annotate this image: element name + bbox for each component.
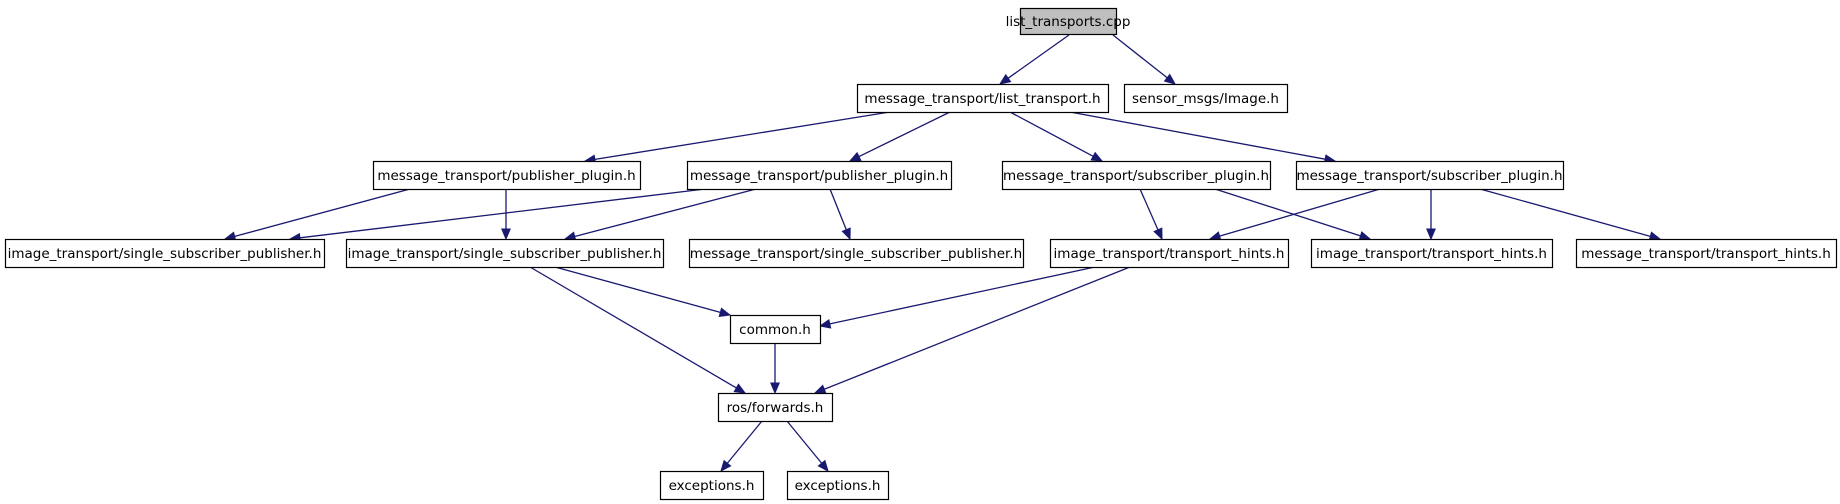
- edge-line: [1479, 188, 1651, 237]
- node-image-transport-transport-hints-h-2[interactable]: image_transport/transport_hints.h: [1310, 238, 1554, 269]
- edge-n14-n16: [786, 420, 829, 472]
- node-label: sensor_msgs/Image.h: [1132, 91, 1279, 107]
- edge-line: [554, 266, 721, 313]
- node-exceptions-h-1[interactable]: exceptions.h: [659, 470, 765, 501]
- edge-line: [1009, 111, 1094, 157]
- edge-n1-n5: [1009, 111, 1104, 162]
- edge-n0-n1: [998, 34, 1070, 85]
- arrowhead-icon: [720, 459, 732, 472]
- edge-line: [234, 188, 411, 238]
- edge-line: [299, 188, 706, 239]
- edge-n1-n4: [848, 111, 951, 162]
- arrowhead-icon: [841, 227, 851, 241]
- edge-n10-n13: [818, 266, 1096, 329]
- arrowhead-icon: [501, 228, 511, 241]
- edge-n5-n10: [1139, 188, 1163, 241]
- node-label: exceptions.h: [669, 478, 755, 494]
- edge-n10-n14: [813, 266, 1131, 394]
- node-label: image_transport/single_subscriber_publis…: [8, 246, 322, 262]
- edge-n6-n11: [1426, 189, 1436, 241]
- edge-n3-n8: [501, 189, 511, 241]
- node-label: message_transport/subscriber_plugin.h: [1003, 168, 1269, 184]
- node-label: message_transport/publisher_plugin.h: [377, 168, 635, 184]
- node-exceptions-h-2[interactable]: exceptions.h: [786, 470, 890, 501]
- node-label: message_transport/transport_hints.h: [1581, 246, 1831, 262]
- edge-n4-n7: [288, 188, 706, 243]
- edge-line: [1112, 34, 1168, 79]
- edges-layer: [223, 34, 1662, 472]
- node-label: message_transport/single_subscriber_publ…: [690, 246, 1022, 262]
- edge-n13-n14: [770, 343, 780, 395]
- node-message-transport-transport-hints-h[interactable]: message_transport/transport_hints.h: [1575, 238, 1838, 269]
- node-label: exceptions.h: [795, 478, 881, 494]
- edge-n6-n10: [1208, 188, 1381, 241]
- arrowhead-icon: [733, 383, 747, 394]
- edge-n1-n3: [583, 111, 891, 165]
- node-message-transport-list-transport-h[interactable]: message_transport/list_transport.h: [856, 83, 1110, 114]
- arrowhead-icon: [848, 151, 862, 162]
- edge-line: [594, 111, 891, 161]
- node-message-transport-subscriber-plugin-h-2[interactable]: message_transport/subscriber_plugin.h: [1295, 160, 1565, 191]
- edge-line: [529, 266, 737, 389]
- arrowhead-icon: [1426, 228, 1436, 241]
- nodes-layer: list_transports.cpp message_transport/li…: [4, 7, 1838, 501]
- node-label: ros/forwards.h: [727, 400, 824, 416]
- edge-n0-n2: [1112, 34, 1177, 85]
- edge-n6-n12: [1479, 188, 1662, 241]
- edge-line: [824, 266, 1131, 390]
- edge-n4-n9: [829, 188, 851, 241]
- edge-line: [858, 111, 951, 158]
- node-label: message_transport/list_transport.h: [864, 91, 1100, 107]
- edge-line: [1219, 188, 1381, 237]
- edge-line: [1139, 188, 1159, 231]
- edge-line: [574, 188, 757, 238]
- node-image-transport-single-subscriber-publisher-h-1[interactable]: image_transport/single_subscriber_publis…: [4, 238, 326, 269]
- arrowhead-icon: [817, 459, 829, 472]
- edge-n8-n13: [554, 266, 732, 317]
- node-message-transport-subscriber-plugin-h-1[interactable]: message_transport/subscriber_plugin.h: [1001, 160, 1272, 191]
- arrowhead-icon: [1163, 73, 1177, 85]
- node-label: message_transport/publisher_plugin.h: [690, 168, 948, 184]
- edge-n14-n15: [720, 420, 763, 472]
- node-sensor-msgs-image-h[interactable]: sensor_msgs/Image.h: [1123, 83, 1289, 114]
- node-label: list_transports.cpp: [1006, 14, 1131, 30]
- arrowhead-icon: [1153, 227, 1163, 241]
- arrowhead-icon: [818, 318, 832, 329]
- node-label: common.h: [739, 322, 811, 338]
- arrowhead-icon: [770, 382, 780, 395]
- node-message-transport-single-subscriber-publisher-h[interactable]: message_transport/single_subscriber_publ…: [688, 238, 1025, 269]
- arrowhead-icon: [1090, 151, 1104, 162]
- edge-n8-n14: [529, 266, 747, 394]
- arrowhead-icon: [1358, 231, 1372, 241]
- node-message-transport-publisher-plugin-h-1[interactable]: message_transport/publisher_plugin.h: [372, 160, 642, 191]
- node-label: image_transport/transport_hints.h: [1316, 246, 1547, 262]
- node-message-transport-publisher-plugin-h-2[interactable]: message_transport/publisher_plugin.h: [686, 160, 953, 191]
- node-label: image_transport/single_subscriber_publis…: [348, 246, 662, 262]
- arrowhead-icon: [718, 307, 732, 317]
- node-image-transport-transport-hints-h-1[interactable]: image_transport/transport_hints.h: [1049, 238, 1290, 269]
- edge-line: [1069, 111, 1326, 160]
- edge-n1-n6: [1069, 111, 1337, 164]
- edge-line: [1214, 188, 1361, 237]
- node-list-transports-cpp[interactable]: list_transports.cpp: [1006, 7, 1131, 36]
- edge-line: [829, 266, 1096, 325]
- edge-line: [786, 420, 823, 464]
- edge-line: [726, 420, 763, 464]
- edge-n4-n8: [563, 188, 757, 242]
- node-ros-forwards-h[interactable]: ros/forwards.h: [717, 392, 834, 423]
- edge-n3-n7: [223, 188, 411, 242]
- node-image-transport-single-subscriber-publisher-h-2[interactable]: image_transport/single_subscriber_publis…: [345, 238, 665, 269]
- edge-line: [1007, 34, 1070, 79]
- node-label: message_transport/subscriber_plugin.h: [1296, 168, 1562, 184]
- edge-line: [829, 188, 847, 230]
- arrowhead-icon: [998, 73, 1012, 85]
- arrowhead-icon: [813, 384, 827, 394]
- node-common-h[interactable]: common.h: [729, 314, 822, 345]
- node-label: image_transport/transport_hints.h: [1054, 246, 1285, 262]
